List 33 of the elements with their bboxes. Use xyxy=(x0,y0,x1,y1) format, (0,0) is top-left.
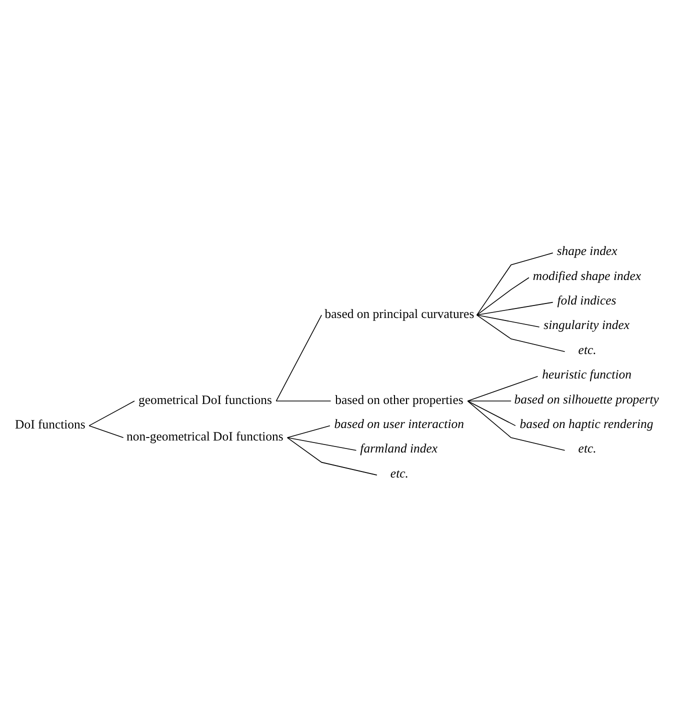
connector xyxy=(467,400,512,402)
node-text: DoI functions xyxy=(15,418,86,432)
node-text: based on user interaction xyxy=(334,416,464,431)
node-text: based on other properties xyxy=(335,393,464,408)
node-text: singularity index xyxy=(544,318,630,332)
node-text: non-geometrical DoI functions xyxy=(126,430,284,444)
node-text: based on haptic rendering xyxy=(520,416,654,431)
connector xyxy=(476,314,540,328)
connector xyxy=(476,252,554,316)
connector xyxy=(467,376,538,402)
connector xyxy=(286,437,378,476)
connector xyxy=(476,302,554,316)
node-text: fold indices xyxy=(557,294,616,308)
node-text: etc. xyxy=(578,442,596,456)
node-text: shape index xyxy=(556,244,618,258)
connector xyxy=(276,314,322,402)
connector xyxy=(467,400,516,426)
node-text: farmland index xyxy=(360,442,438,456)
connector xyxy=(476,314,566,352)
connector xyxy=(286,425,330,438)
connector xyxy=(286,437,357,451)
node-text: geometrical DoI functions xyxy=(138,393,272,408)
node-text: based on silhouette property xyxy=(514,392,659,406)
connector xyxy=(88,400,135,426)
connector xyxy=(467,400,566,451)
node-text: etc. xyxy=(578,342,596,357)
connector xyxy=(276,400,332,402)
node-text: based on principal curvatures xyxy=(324,307,474,322)
connector xyxy=(88,425,124,438)
node-text: heuristic function xyxy=(542,368,632,382)
connector xyxy=(476,277,530,316)
node-text: modified shape index xyxy=(532,268,642,283)
node-text: etc. xyxy=(390,466,408,480)
